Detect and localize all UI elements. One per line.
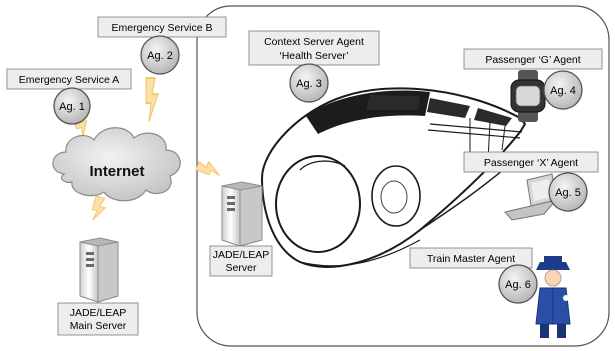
train-illustration [260, 87, 527, 268]
server-label-line2: Server [226, 262, 257, 274]
main-server-icon [79, 237, 119, 303]
wristwatch-icon [510, 70, 546, 122]
agent-6-label: Ag. 6 [505, 279, 531, 291]
emergency-service-a-label: Emergency Service A [19, 74, 119, 86]
agent-6-node: Ag. 6 [498, 264, 538, 304]
lightning-bolt-ag2-cloud [145, 77, 159, 123]
server-icon [221, 181, 263, 247]
context-server-label-box [248, 30, 380, 66]
passenger-g-label: Passenger ‘G’ Agent [485, 54, 580, 66]
lightning-bolt-cloud-mainserver [89, 195, 109, 223]
passenger-x-label-box [463, 151, 599, 173]
agent-1-node: Ag. 1 [53, 87, 91, 125]
agent-3-label: Ag. 3 [296, 78, 322, 90]
laptop-icon [504, 173, 558, 221]
agent-5-node: Ag. 5 [548, 172, 588, 212]
internet-label: Internet [89, 163, 144, 180]
emergency-service-b-label: Emergency Service B [112, 22, 213, 34]
main-server-label-line2: Main Server [70, 320, 127, 332]
train-master-label-box [409, 247, 533, 269]
passenger-x-label: Passenger ‘X’ Agent [484, 157, 578, 169]
server-label-line1: JADE/LEAP [213, 249, 270, 261]
agent-4-node: Ag. 4 [543, 70, 583, 110]
main-server-label-line1: JADE/LEAP [70, 307, 127, 319]
main-server-label-box [57, 302, 139, 336]
agent-1-label: Ag. 1 [59, 101, 85, 113]
passenger-g-label-box [463, 48, 603, 70]
internet-cloud: Internet [52, 127, 181, 202]
server-label-box [209, 245, 273, 277]
agent-2-node: Ag. 2 [140, 35, 180, 75]
context-server-label-line1: Context Server Agent [264, 36, 364, 48]
agent-3-node: Ag. 3 [289, 63, 329, 103]
agent-5-label: Ag. 5 [555, 187, 581, 199]
context-server-label-line2: ‘Health Server’ [279, 50, 348, 62]
train-master-figure-icon [535, 256, 571, 338]
agent-2-label: Ag. 2 [147, 50, 173, 62]
train-master-label: Train Master Agent [427, 253, 515, 265]
agent-4-label: Ag. 4 [550, 85, 576, 97]
